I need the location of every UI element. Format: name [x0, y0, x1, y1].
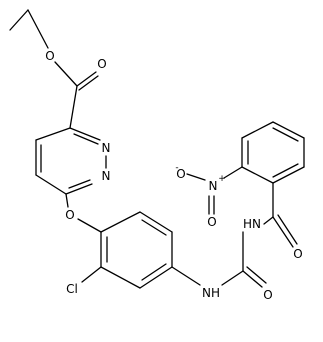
bond [242, 270, 263, 288]
bond [81, 266, 102, 283]
nitro-oxygen-double-label: O [207, 215, 216, 229]
bond [73, 133, 99, 145]
bond [54, 61, 78, 87]
bond [186, 173, 206, 181]
chlorine-label: Cl [66, 282, 78, 296]
bond [100, 211, 141, 233]
amine-nh-label: NH [202, 286, 220, 300]
urea-oxygen-label: O [263, 288, 272, 302]
nitro-oxygen-charge: - [175, 163, 178, 173]
bond [69, 85, 78, 129]
amide-oxygen-label: O [293, 247, 302, 261]
bond [9, 9, 29, 31]
bond [241, 166, 274, 184]
ether-oxygen-label: O [65, 208, 74, 222]
bond [272, 166, 305, 184]
bond [35, 174, 67, 195]
imide-nh-label: HN [243, 217, 261, 231]
bond [76, 71, 97, 87]
ester-carbonyl-oxygen-label: O [97, 57, 106, 71]
bond [78, 75, 99, 91]
pyridazine-n1-label: N [102, 141, 111, 155]
bond [272, 216, 294, 248]
bond [241, 121, 274, 139]
bond [272, 163, 299, 178]
bond [35, 127, 71, 141]
nitro-nitrogen-label: N [209, 179, 218, 193]
bond [263, 216, 274, 225]
bond [141, 219, 167, 236]
bond [139, 211, 173, 233]
bond [27, 9, 49, 49]
ester-oxygen-label: O [45, 49, 54, 63]
pyridazine-n2-label: N [102, 169, 111, 183]
bond [65, 193, 69, 208]
atom-labels: O O N N O Cl NH O HN O N + O - O [45, 49, 302, 302]
nitro-nitrogen-charge: + [218, 174, 226, 184]
bond [100, 266, 141, 289]
bond [69, 127, 101, 141]
bond [272, 127, 299, 142]
bond [246, 266, 267, 284]
bond [65, 183, 93, 195]
bond [223, 166, 243, 179]
nitro-oxygen-single-label: O [176, 167, 185, 181]
bond [221, 270, 244, 286]
bond [68, 179, 91, 189]
bond [139, 266, 173, 289]
bond [272, 121, 305, 139]
bond [277, 214, 298, 245]
bond [171, 266, 201, 286]
bond [77, 218, 102, 233]
bond-lines [9, 9, 305, 289]
bond [141, 263, 167, 281]
